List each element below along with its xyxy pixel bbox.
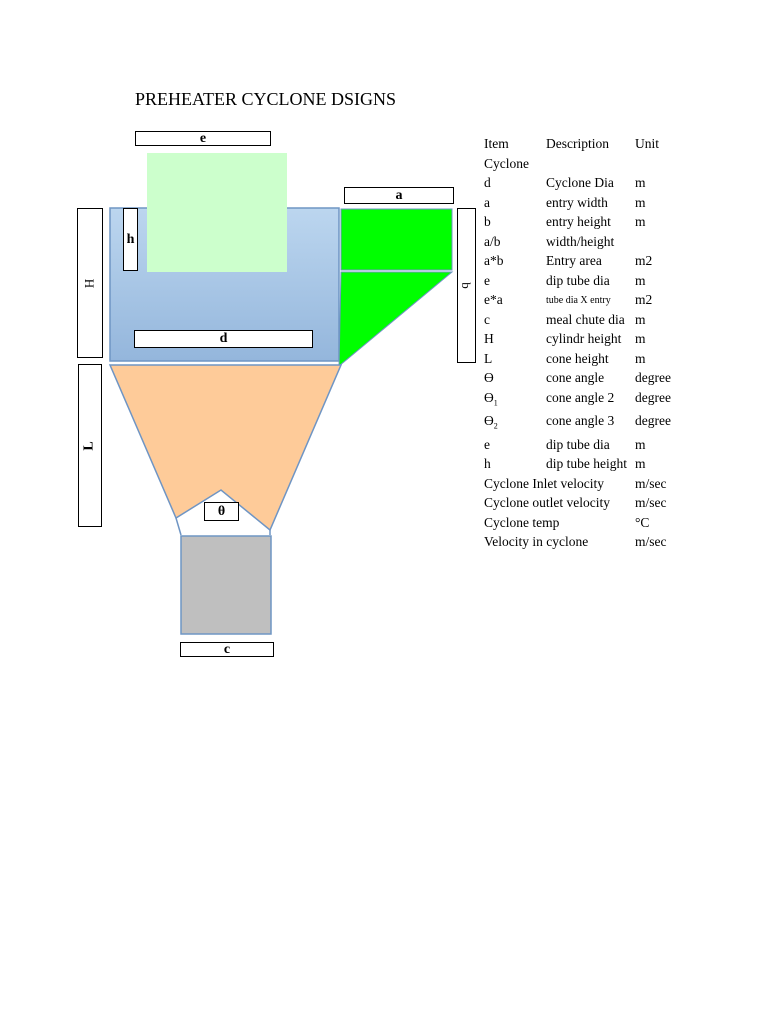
label-theta: θ — [204, 502, 239, 521]
header-item: Item — [484, 136, 509, 151]
cyclone-diagram — [108, 153, 454, 635]
label-e-top: e — [135, 131, 271, 146]
meal-chute — [180, 535, 272, 635]
label-b: b — [457, 208, 476, 363]
page-title: PREHEATER CYCLONE DSIGNS — [135, 89, 397, 109]
label-c: c — [180, 642, 274, 657]
label-H: H — [77, 208, 103, 358]
inlet-duct — [340, 208, 453, 271]
inlet-transition — [338, 271, 454, 368]
cone-body — [108, 364, 343, 532]
header-description: Description — [546, 136, 609, 151]
label-a: a — [344, 187, 454, 204]
cone-tip-line — [175, 517, 182, 536]
section-label: Cyclone — [484, 155, 529, 171]
label-h: h — [123, 208, 138, 271]
label-L: L — [78, 364, 102, 527]
label-d: d — [134, 330, 313, 348]
dip-tube — [147, 153, 287, 272]
header-unit: Unit — [635, 136, 660, 151]
